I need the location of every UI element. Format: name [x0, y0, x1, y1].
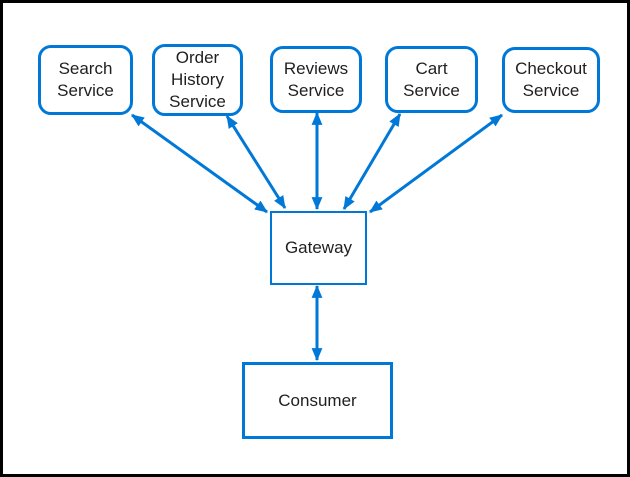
node-order-history-service-label: Order History Service: [169, 48, 226, 111]
node-checkout-service: Checkout Service: [502, 47, 600, 113]
node-consumer-label: Consumer: [278, 390, 357, 410]
node-order-history-service: Order History Service: [152, 44, 243, 116]
node-gateway-label: Gateway: [284, 238, 353, 258]
edge-order-history-gateway: [225, 115, 287, 209]
node-reviews-service: Reviews Service: [270, 46, 362, 113]
node-search-service-label: Search Service: [57, 59, 114, 100]
node-cart-service: Cart Service: [385, 46, 478, 113]
node-search-service: Search Service: [38, 45, 133, 115]
node-consumer: Consumer: [242, 362, 393, 439]
edge-search-gateway: [131, 113, 268, 214]
edge-checkout-gateway: [369, 113, 503, 214]
node-gateway: Gateway: [270, 211, 367, 285]
node-checkout-service-label: Checkout Service: [515, 59, 587, 100]
node-cart-service-label: Cart Service: [403, 58, 460, 100]
node-reviews-service-label: Reviews Service: [283, 58, 349, 100]
edges-layer: [131, 111, 503, 362]
